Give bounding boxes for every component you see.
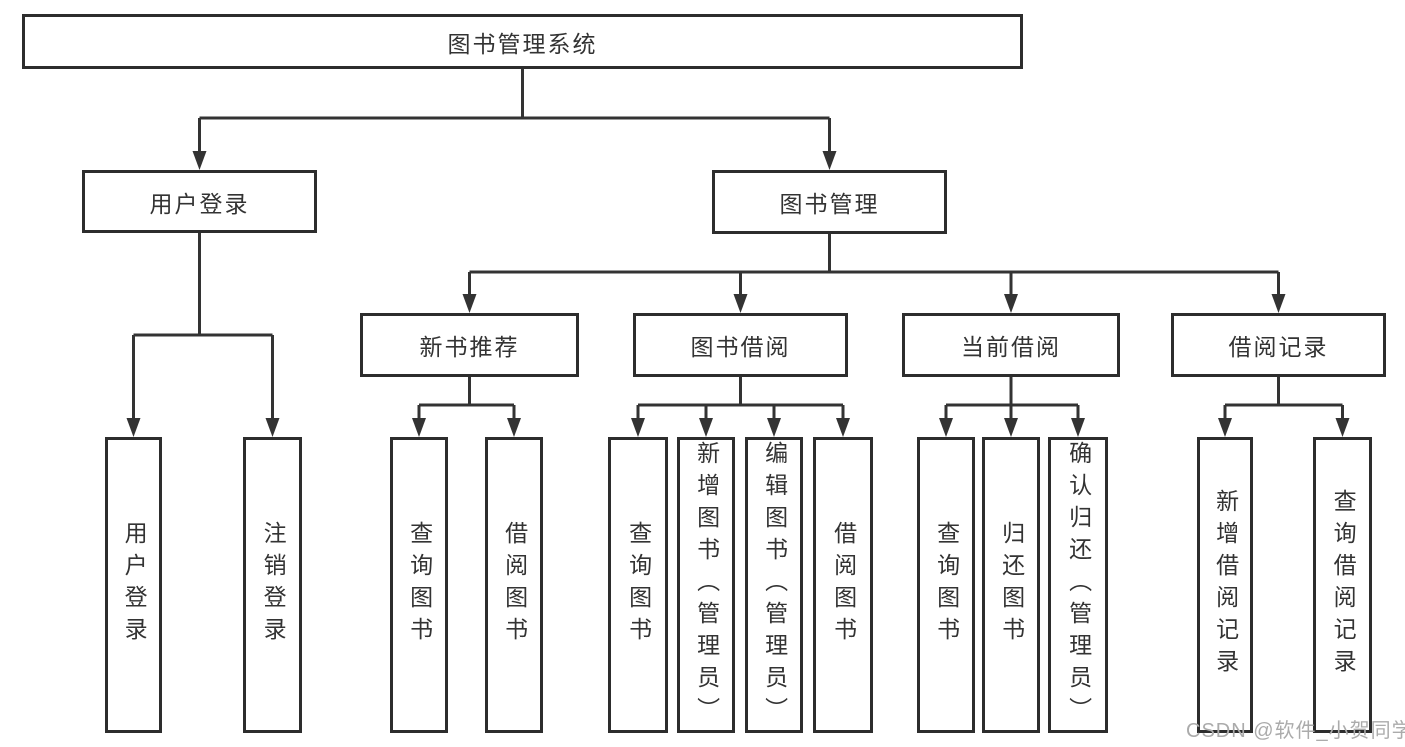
connector-borrow-records-children xyxy=(1218,377,1350,437)
connector-book-borrow-children xyxy=(631,377,850,437)
leaf-borrow-books: 借阅图书 xyxy=(485,437,543,733)
node-label: 归还图书 xyxy=(998,521,1025,649)
leaf-add-books-admin: 新增图书（管理员） xyxy=(677,437,735,733)
node-label: 用户登录 xyxy=(121,521,148,649)
node-label: 当前借阅 xyxy=(961,334,1061,360)
node-label: 注销登录 xyxy=(260,521,287,649)
node-label: 新书推荐 xyxy=(419,334,520,360)
node-label: 查询借阅记录 xyxy=(1330,489,1357,681)
leaf-return-books: 归还图书 xyxy=(982,437,1040,733)
leaf-query-borrow-record: 查询借阅记录 xyxy=(1313,437,1372,733)
leaf-query-books: 查询图书 xyxy=(608,437,668,733)
node-label: 借阅图书 xyxy=(501,521,528,649)
connector-current-borrow-children xyxy=(939,377,1085,437)
leaf-user-login: 用户登录 xyxy=(105,437,162,733)
node-book-borrowing: 图书借阅 xyxy=(633,313,848,377)
node-library-management-system: 图书管理系统 xyxy=(22,14,1023,69)
node-label: 查询图书 xyxy=(933,521,960,649)
leaf-query-books: 查询图书 xyxy=(390,437,448,733)
node-label: 用户登录 xyxy=(149,190,250,217)
node-label: 借阅记录 xyxy=(1228,334,1329,360)
node-label: 图书借阅 xyxy=(690,334,791,360)
node-label: 新增图书（管理员） xyxy=(693,441,720,729)
leaf-borrow-books: 借阅图书 xyxy=(813,437,873,733)
node-label: 图书管理 xyxy=(779,191,880,217)
node-current-borrowing: 当前借阅 xyxy=(902,313,1120,377)
node-label: 新增借阅记录 xyxy=(1212,489,1239,681)
connector-user-login-children xyxy=(126,233,280,437)
leaf-edit-books-admin: 编辑图书（管理员） xyxy=(745,437,803,733)
leaf-query-books: 查询图书 xyxy=(917,437,975,733)
node-label: 图书管理系统 xyxy=(447,30,598,57)
watermark: CSDN @软件_小贺同学 xyxy=(1186,720,1405,742)
node-label: 借阅图书 xyxy=(830,521,857,649)
node-borrowing-records: 借阅记录 xyxy=(1171,313,1386,377)
connector-root-to-level1 xyxy=(192,69,837,170)
connector-book-mgmt-children xyxy=(462,234,1286,313)
leaf-confirm-return-admin: 确认归还（管理员） xyxy=(1048,437,1108,733)
node-label: 确认归还（管理员） xyxy=(1065,441,1092,729)
connector-new-book-children xyxy=(412,377,521,437)
node-label: 查询图书 xyxy=(625,521,652,649)
node-label: 查询图书 xyxy=(406,521,433,649)
leaf-add-borrow-record: 新增借阅记录 xyxy=(1197,437,1253,733)
node-book-management: 图书管理 xyxy=(712,170,947,234)
node-label: 编辑图书（管理员） xyxy=(761,441,788,729)
leaf-logout: 注销登录 xyxy=(243,437,302,733)
node-user-login: 用户登录 xyxy=(82,170,317,233)
node-new-book-recommendation: 新书推荐 xyxy=(360,313,579,377)
